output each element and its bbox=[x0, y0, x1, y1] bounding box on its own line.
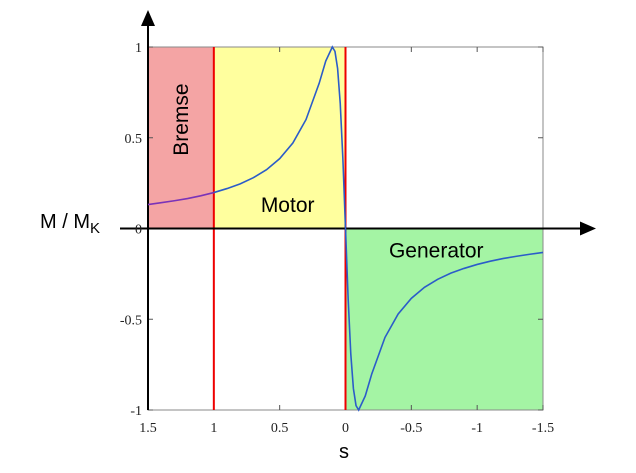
region-bremse bbox=[148, 47, 214, 229]
x-tick-label: -0.5 bbox=[400, 421, 422, 436]
y-tick-label: 0.5 bbox=[125, 132, 143, 147]
torque-curve bbox=[213, 45, 544, 412]
x-axis-arrow-icon bbox=[580, 221, 596, 236]
region-label-bremse: Bremse bbox=[170, 83, 193, 155]
y-tick-label: -1 bbox=[130, 404, 142, 419]
x-tick-label: 0 bbox=[342, 421, 349, 436]
x-tick-label: 0.5 bbox=[271, 421, 289, 436]
region-motor bbox=[213, 47, 346, 229]
x-tick-label: -1.5 bbox=[532, 421, 554, 436]
x-tick-label: -1 bbox=[471, 421, 483, 436]
y-tick-label: 0 bbox=[135, 223, 142, 238]
x-tick-label: 1.5 bbox=[139, 421, 157, 436]
x-axis-label: s bbox=[339, 441, 349, 463]
torque-curve-braking bbox=[147, 191, 215, 206]
region-label-motor: Motor bbox=[261, 194, 315, 217]
x-tick-label: 1 bbox=[210, 421, 217, 436]
y-tick-label: 1 bbox=[135, 41, 142, 56]
region-generator bbox=[345, 228, 543, 410]
y-tick-label: -0.5 bbox=[120, 313, 142, 328]
region-label-generator: Generator bbox=[389, 239, 484, 262]
y-axis-label-subscript: K bbox=[90, 220, 100, 237]
y-axis-label: M / MK bbox=[40, 211, 100, 237]
y-axis-arrow-icon bbox=[141, 10, 155, 26]
